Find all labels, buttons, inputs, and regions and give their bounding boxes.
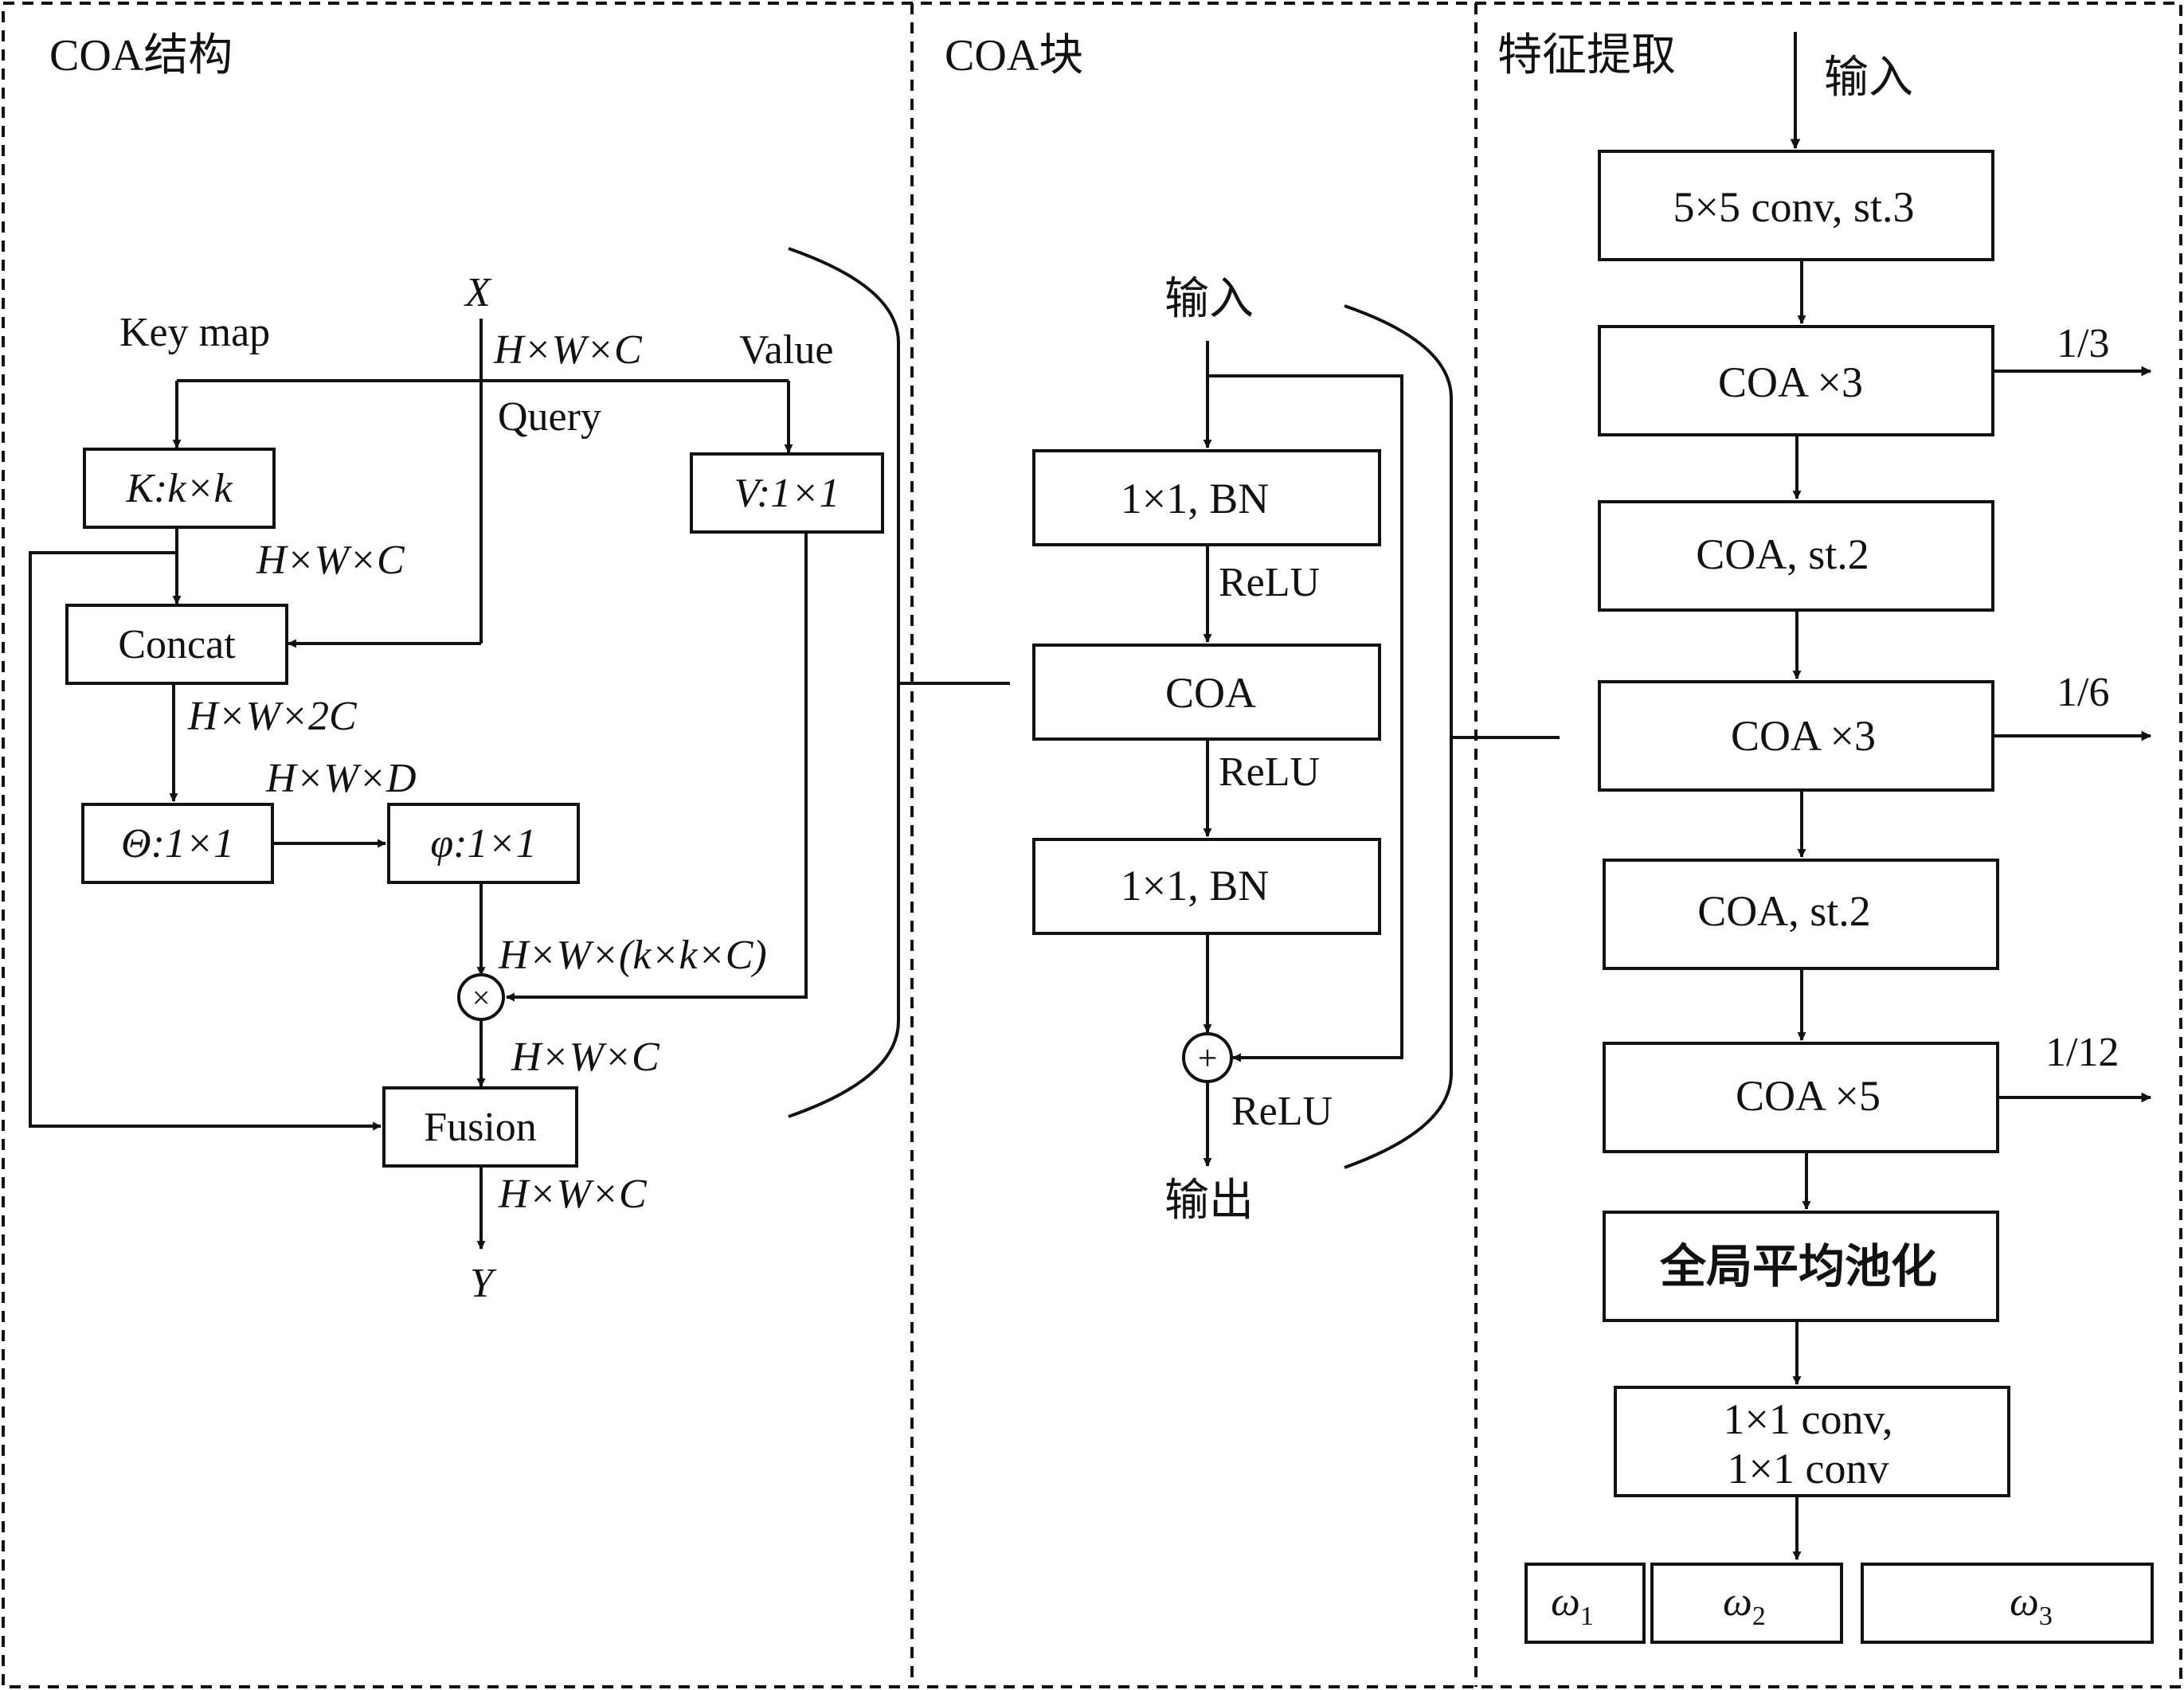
block-input-label: 输入 [1164, 275, 1254, 324]
dim-label-d: H×W×D [265, 756, 417, 801]
concat-box-label: Concat [118, 622, 236, 667]
k-box-label: K:k×k [125, 466, 233, 511]
add-symbol: + [1198, 1039, 1218, 1078]
block-coa-box [1032, 644, 1381, 741]
value-label: Value [739, 327, 833, 373]
fusion-box [382, 1086, 578, 1168]
block-relu-label-2: ReLU [1219, 749, 1320, 795]
coa-st2-box-2 [1603, 859, 1999, 970]
output-label-1-12: 1/12 [2045, 1030, 2119, 1075]
block-bn-label-1: 1×1, BN [1121, 475, 1269, 522]
dim-label-2c: H×W×2C [187, 694, 358, 739]
coa-st2-label-1: COA, st.2 [1696, 530, 1869, 578]
conv1x1-box [1614, 1386, 2010, 1497]
value-to-multiply [505, 532, 808, 1002]
y-output-label: Y [470, 1261, 497, 1306]
key-map-label: Key map [119, 310, 270, 355]
dim-label-kkc: H×W×(k×k×C) [498, 933, 767, 978]
concat-box [65, 604, 288, 685]
block-relu-label-3: ReLU [1231, 1089, 1333, 1134]
feature-extraction: 输入 5×5 conv, st.3 COA ×3 1/3 COA, st.2 C… [1524, 32, 2154, 1644]
coa-x3-label-2: COA ×3 [1731, 712, 1876, 760]
omega-2-box [1650, 1563, 1843, 1644]
omega-3-label: ω3 [2010, 1579, 2053, 1631]
global-avg-pool-box [1603, 1211, 1999, 1322]
block-output-label: 输出 [1164, 1176, 1254, 1226]
output-label-1-3: 1/3 [2057, 321, 2109, 366]
k-box [83, 448, 276, 529]
block-bn-box-2 [1032, 838, 1381, 935]
omega-1-box [1524, 1563, 1646, 1644]
block-bn-label-2: 1×1, BN [1121, 862, 1269, 910]
phi-box [387, 803, 580, 884]
phi-box-label: φ:1×1 [430, 821, 536, 867]
v-box [690, 452, 884, 534]
coa-x3-box-2 [1598, 680, 1994, 792]
block-relu-label-1: ReLU [1219, 560, 1320, 605]
global-avg-pool-label: 全局平均池化 [1659, 1239, 1937, 1293]
output-label-1-6: 1/6 [2057, 670, 2109, 715]
coa-x3-box-1 [1598, 325, 1994, 436]
omega-1-label: ω1 [1551, 1579, 1594, 1631]
coa-x5-box [1603, 1042, 1999, 1153]
coa-x3-label-1: COA ×3 [1718, 358, 1863, 406]
theta-box-label: Θ:1×1 [121, 821, 234, 867]
residual-path [1207, 374, 1403, 1062]
skip-path [29, 551, 382, 1131]
v-box-label: V:1×1 [734, 471, 840, 516]
dim-label-after-multiply: H×W×C [511, 1035, 660, 1080]
dim-label-input: H×W×C [493, 327, 643, 373]
block-coa-label: COA [1165, 669, 1256, 717]
dim-label-output: H×W×C [498, 1172, 648, 1217]
conv5x5-box [1598, 150, 1994, 261]
conv1x1-label-line2: 1×1 conv [1728, 1445, 1889, 1492]
multiply-symbol: × [472, 980, 491, 1015]
omega-3-box [1861, 1563, 2154, 1644]
fusion-box-label: Fusion [424, 1105, 537, 1150]
structure-panel-title: COA结构 [49, 31, 233, 80]
coa-st2-box-1 [1598, 500, 1994, 612]
dim-label-after-k: H×W×C [256, 538, 405, 583]
omega-2-label: ω2 [1723, 1579, 1766, 1631]
x-input-label: X [464, 270, 492, 315]
extract-input-label: 输入 [1824, 53, 1913, 103]
coa-block: 输入 1×1, BN ReLU COA ReLU 1×1, BN + ReLU … [1032, 275, 1560, 1226]
conv1x1-label-line1: 1×1 conv, [1724, 1395, 1893, 1443]
query-label: Query [498, 394, 601, 440]
coa-x5-label: COA ×5 [1736, 1072, 1881, 1120]
coa-structure: X H×W×C Key map Value Query K:k×k V:1×1 … [29, 247, 1010, 1306]
coa-st2-label-2: COA, st.2 [1697, 887, 1871, 935]
block-panel-title: COA块 [945, 31, 1083, 80]
conv5x5-label: 5×5 conv, st.3 [1673, 183, 1915, 231]
theta-box [81, 803, 274, 884]
extract-panel-title: 特征提取 [1497, 31, 1676, 80]
